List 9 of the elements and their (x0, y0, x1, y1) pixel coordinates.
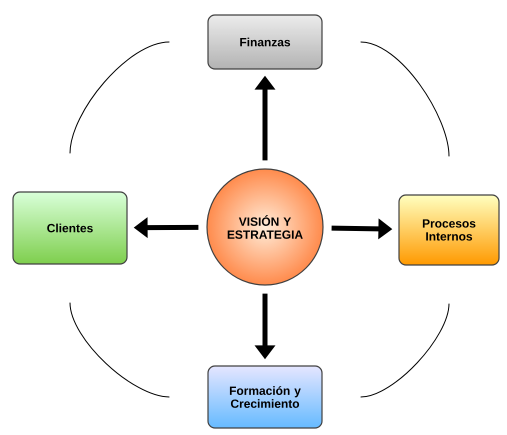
rounded-box: Procesos Internos (398, 194, 500, 266)
rounded-box: Formación y Crecimiento (207, 365, 323, 429)
connecting-arc (360, 303, 450, 398)
connecting-arc (70, 302, 170, 398)
circle-node: VISIÓN Y ESTRATEGIA (206, 168, 324, 286)
connecting-arc (70, 42, 170, 154)
connecting-arc (360, 42, 450, 157)
rounded-box: Finanzas (207, 14, 323, 70)
rounded-box: Clientes (12, 191, 128, 265)
